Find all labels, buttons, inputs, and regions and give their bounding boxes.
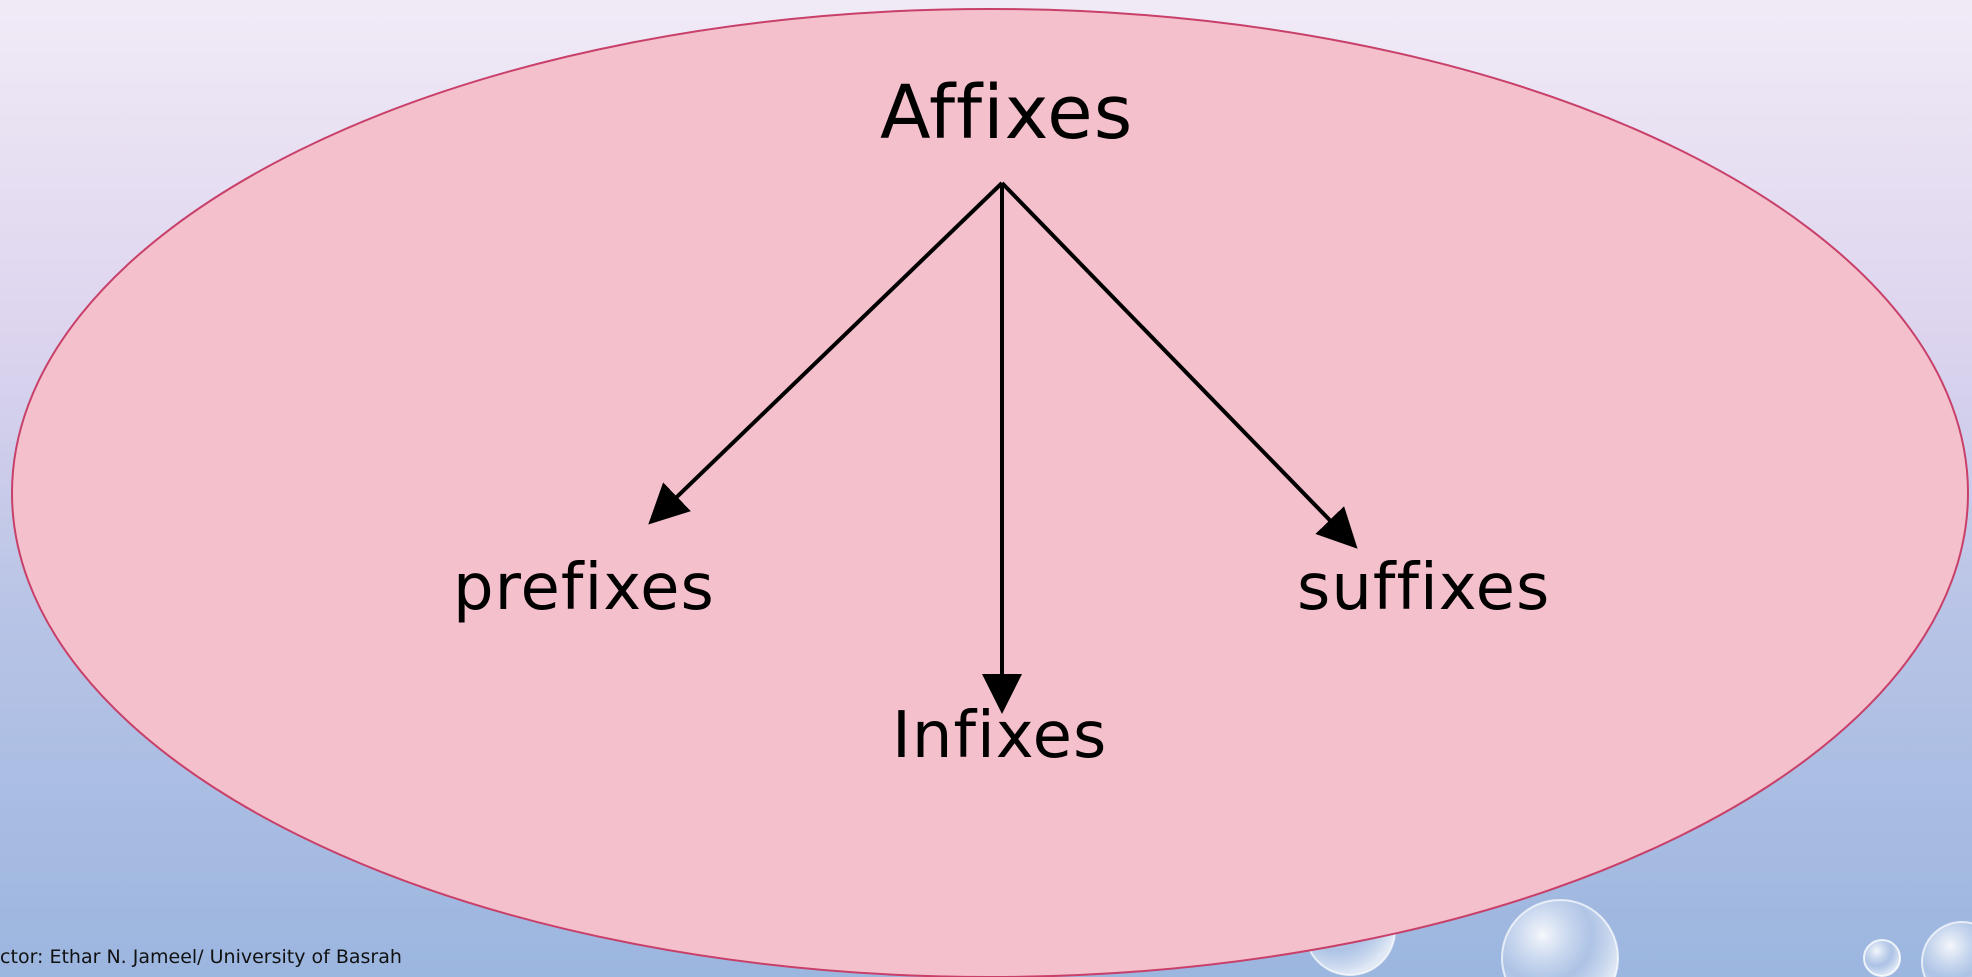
node-suffixes: suffixes	[1297, 551, 1551, 625]
bubble-decoration	[1501, 899, 1619, 977]
ellipse-shape	[11, 8, 1969, 977]
footer-credit: uctor: Ethar N. Jameel/ University of Ba…	[0, 946, 402, 968]
bubble-decoration	[1921, 921, 1972, 977]
arrow-to-prefixes	[648, 181, 1004, 525]
node-infixes: Infixes	[892, 699, 1108, 773]
diagram-title: Affixes	[880, 70, 1134, 156]
node-prefixes: prefixes	[453, 551, 715, 625]
arrow-to-suffixes	[1000, 181, 1358, 549]
bubble-decoration	[1863, 939, 1901, 977]
